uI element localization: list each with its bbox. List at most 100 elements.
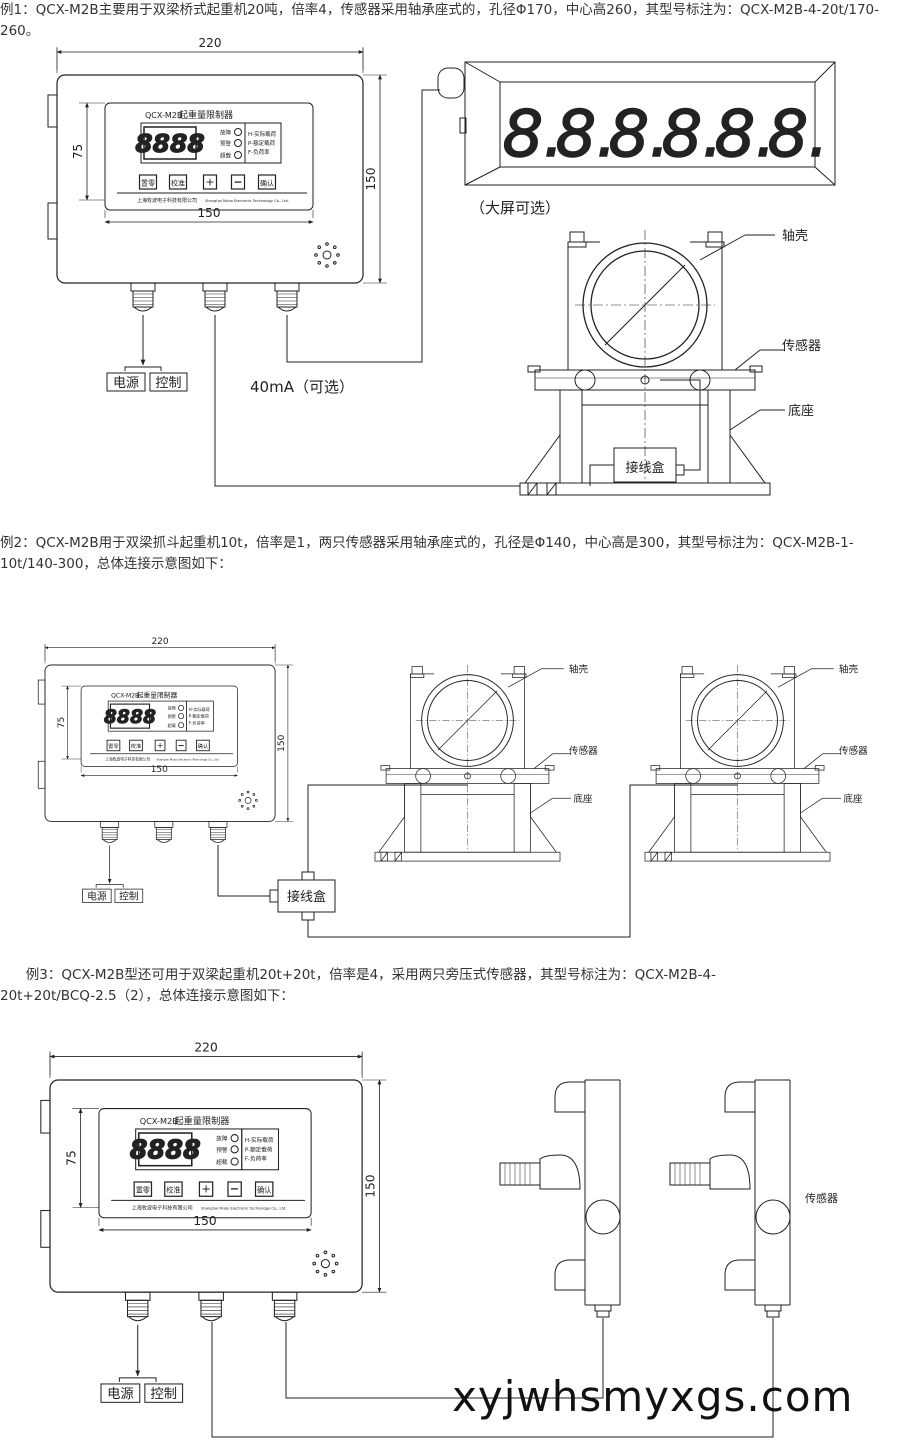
sensor-pin <box>685 768 701 784</box>
indicator-led <box>230 1157 239 1166</box>
button-label: 校准 <box>166 1186 180 1195</box>
button-label: − <box>233 176 242 189</box>
lower-hook <box>724 1259 755 1291</box>
button-1[interactable] <box>129 739 143 752</box>
big-screen-digit: 8. <box>767 98 828 172</box>
clamp-sensor-left <box>499 1079 621 1318</box>
company-name-en: Shanghai Mubo Electronic Technology Co.,… <box>201 1207 286 1211</box>
cable-gland-tip <box>275 1316 295 1322</box>
bevel <box>814 166 836 186</box>
buzzer-hole <box>314 253 318 257</box>
legend-text: P-额定载荷 <box>245 1145 273 1153</box>
button-2[interactable] <box>202 174 218 190</box>
base-foot <box>546 482 557 496</box>
legend-text: H-实际载荷 <box>189 706 210 712</box>
top-nut <box>705 241 725 248</box>
big-screen-label: （大屏可选） <box>470 199 560 217</box>
clamp-sensor-right <box>669 1079 791 1318</box>
leader <box>699 234 746 261</box>
leader <box>508 668 542 688</box>
button-4[interactable] <box>257 174 277 190</box>
led-label: 故障 <box>220 129 232 137</box>
big-screen-digit: 8. <box>608 98 669 172</box>
front-panel <box>98 1108 312 1219</box>
indicator-led <box>234 139 242 147</box>
side-bracket <box>37 679 46 705</box>
device-name: 起重量限制器 <box>174 1115 229 1127</box>
bevel <box>814 61 836 83</box>
sensor-body <box>754 1080 791 1305</box>
control-box <box>144 1383 184 1403</box>
cable-gland-nut <box>100 821 120 828</box>
display-digits: 8888 <box>104 707 156 728</box>
button-label: 置零 <box>136 1186 150 1195</box>
example-1-text: 例1：QCX-M2B主要用于双梁桥式起重机20吨，倍率4，传感器采用轴承座式的，… <box>0 2 880 39</box>
cable-gland-tip <box>156 839 171 843</box>
button-label: + <box>201 1183 210 1196</box>
sensor-wire-1 <box>285 1318 604 1399</box>
button-4[interactable] <box>196 739 210 752</box>
hatch <box>650 851 658 862</box>
cable-gland-body <box>273 1299 296 1318</box>
button-0[interactable] <box>138 174 158 190</box>
sensor-label: 传感器 <box>839 745 868 757</box>
legend-text: F-负荷率 <box>248 148 270 156</box>
connector-tip <box>766 1310 780 1318</box>
legend-box <box>185 700 214 732</box>
company-name-cn: 上海牧波电子科技有限公司 <box>132 1205 193 1212</box>
buzzer-hole <box>332 260 337 265</box>
top-bolt <box>411 666 423 675</box>
bolt-head <box>814 765 825 771</box>
junction-gland <box>301 911 315 921</box>
button-0[interactable] <box>106 739 121 752</box>
cable-gland-tip <box>277 306 297 312</box>
upper-hook <box>554 1081 585 1113</box>
power-label: 电源 <box>113 376 139 391</box>
button-3[interactable] <box>227 1181 242 1197</box>
base-foot <box>650 851 658 862</box>
button-label: 确认 <box>260 179 274 188</box>
base-plate <box>644 851 831 862</box>
button-1[interactable] <box>168 174 188 190</box>
buzzer-hole <box>238 799 242 802</box>
cable-gland-nut <box>202 282 228 292</box>
legend-box <box>244 122 282 164</box>
sensor-pin <box>770 768 786 784</box>
side-bracket <box>37 760 46 789</box>
sensor-wire <box>214 315 520 487</box>
cable-gland-nut <box>130 282 156 292</box>
button-4[interactable] <box>254 1181 274 1197</box>
display-digits: 8888 <box>135 129 205 158</box>
button-3[interactable] <box>175 739 187 752</box>
sensor-pin <box>500 768 516 784</box>
model-label: QCX-M2B <box>111 692 139 699</box>
base-column <box>404 783 422 853</box>
cable-gland-tip <box>210 839 225 843</box>
button-label: 置零 <box>108 743 119 750</box>
legend-text: F-负荷率 <box>245 1155 267 1163</box>
button-2[interactable] <box>154 739 166 752</box>
top-nut <box>782 673 797 678</box>
legend-box <box>241 1128 279 1171</box>
hatch <box>546 482 557 496</box>
big-screen-digit: 8. <box>502 98 563 172</box>
dim-panel-height-label: 75 <box>71 144 85 159</box>
button-0[interactable] <box>133 1181 153 1197</box>
company-name-en: Shanghai Mubo Electronic Technology Co.,… <box>205 199 289 203</box>
buzzer-hole <box>331 1269 336 1274</box>
button-2[interactable] <box>198 1181 214 1197</box>
side-bracket <box>47 94 58 128</box>
button-3[interactable] <box>230 174 246 190</box>
cable-gland-body <box>276 290 298 308</box>
buzzer-hole <box>246 807 250 810</box>
bolt-head <box>650 765 661 771</box>
hatch <box>380 851 388 862</box>
button-1[interactable] <box>164 1181 183 1197</box>
junction-label-2: 接线盒 <box>287 889 326 905</box>
control-label: 控制 <box>150 1386 177 1402</box>
watermark: xyjwhsmyxgs.com <box>452 1372 854 1421</box>
